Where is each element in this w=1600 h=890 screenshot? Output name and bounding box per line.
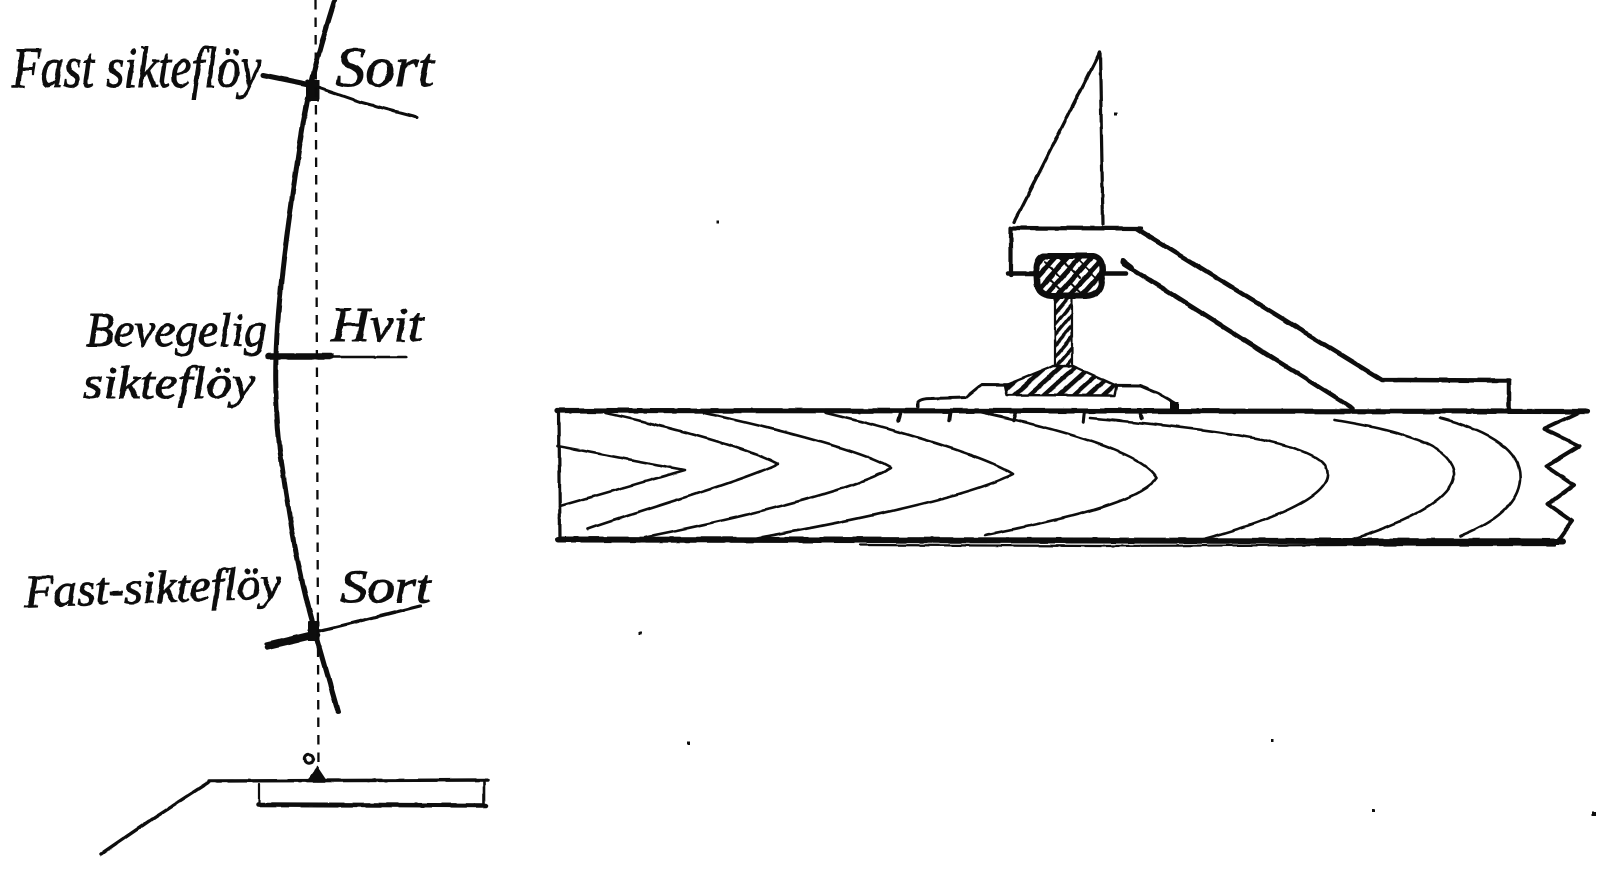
- svg-text:sikteflöy: sikteflöy: [83, 357, 256, 408]
- svg-text:Fast-sikteflöy: Fast-sikteflöy: [23, 557, 283, 617]
- svg-text:Sort: Sort: [336, 37, 436, 99]
- svg-text:Fast sikteflöy: Fast sikteflöy: [11, 35, 261, 100]
- svg-text:Hvit: Hvit: [330, 297, 425, 352]
- svg-text:Bevegelig: Bevegelig: [86, 304, 267, 357]
- svg-text:Sort: Sort: [340, 561, 432, 613]
